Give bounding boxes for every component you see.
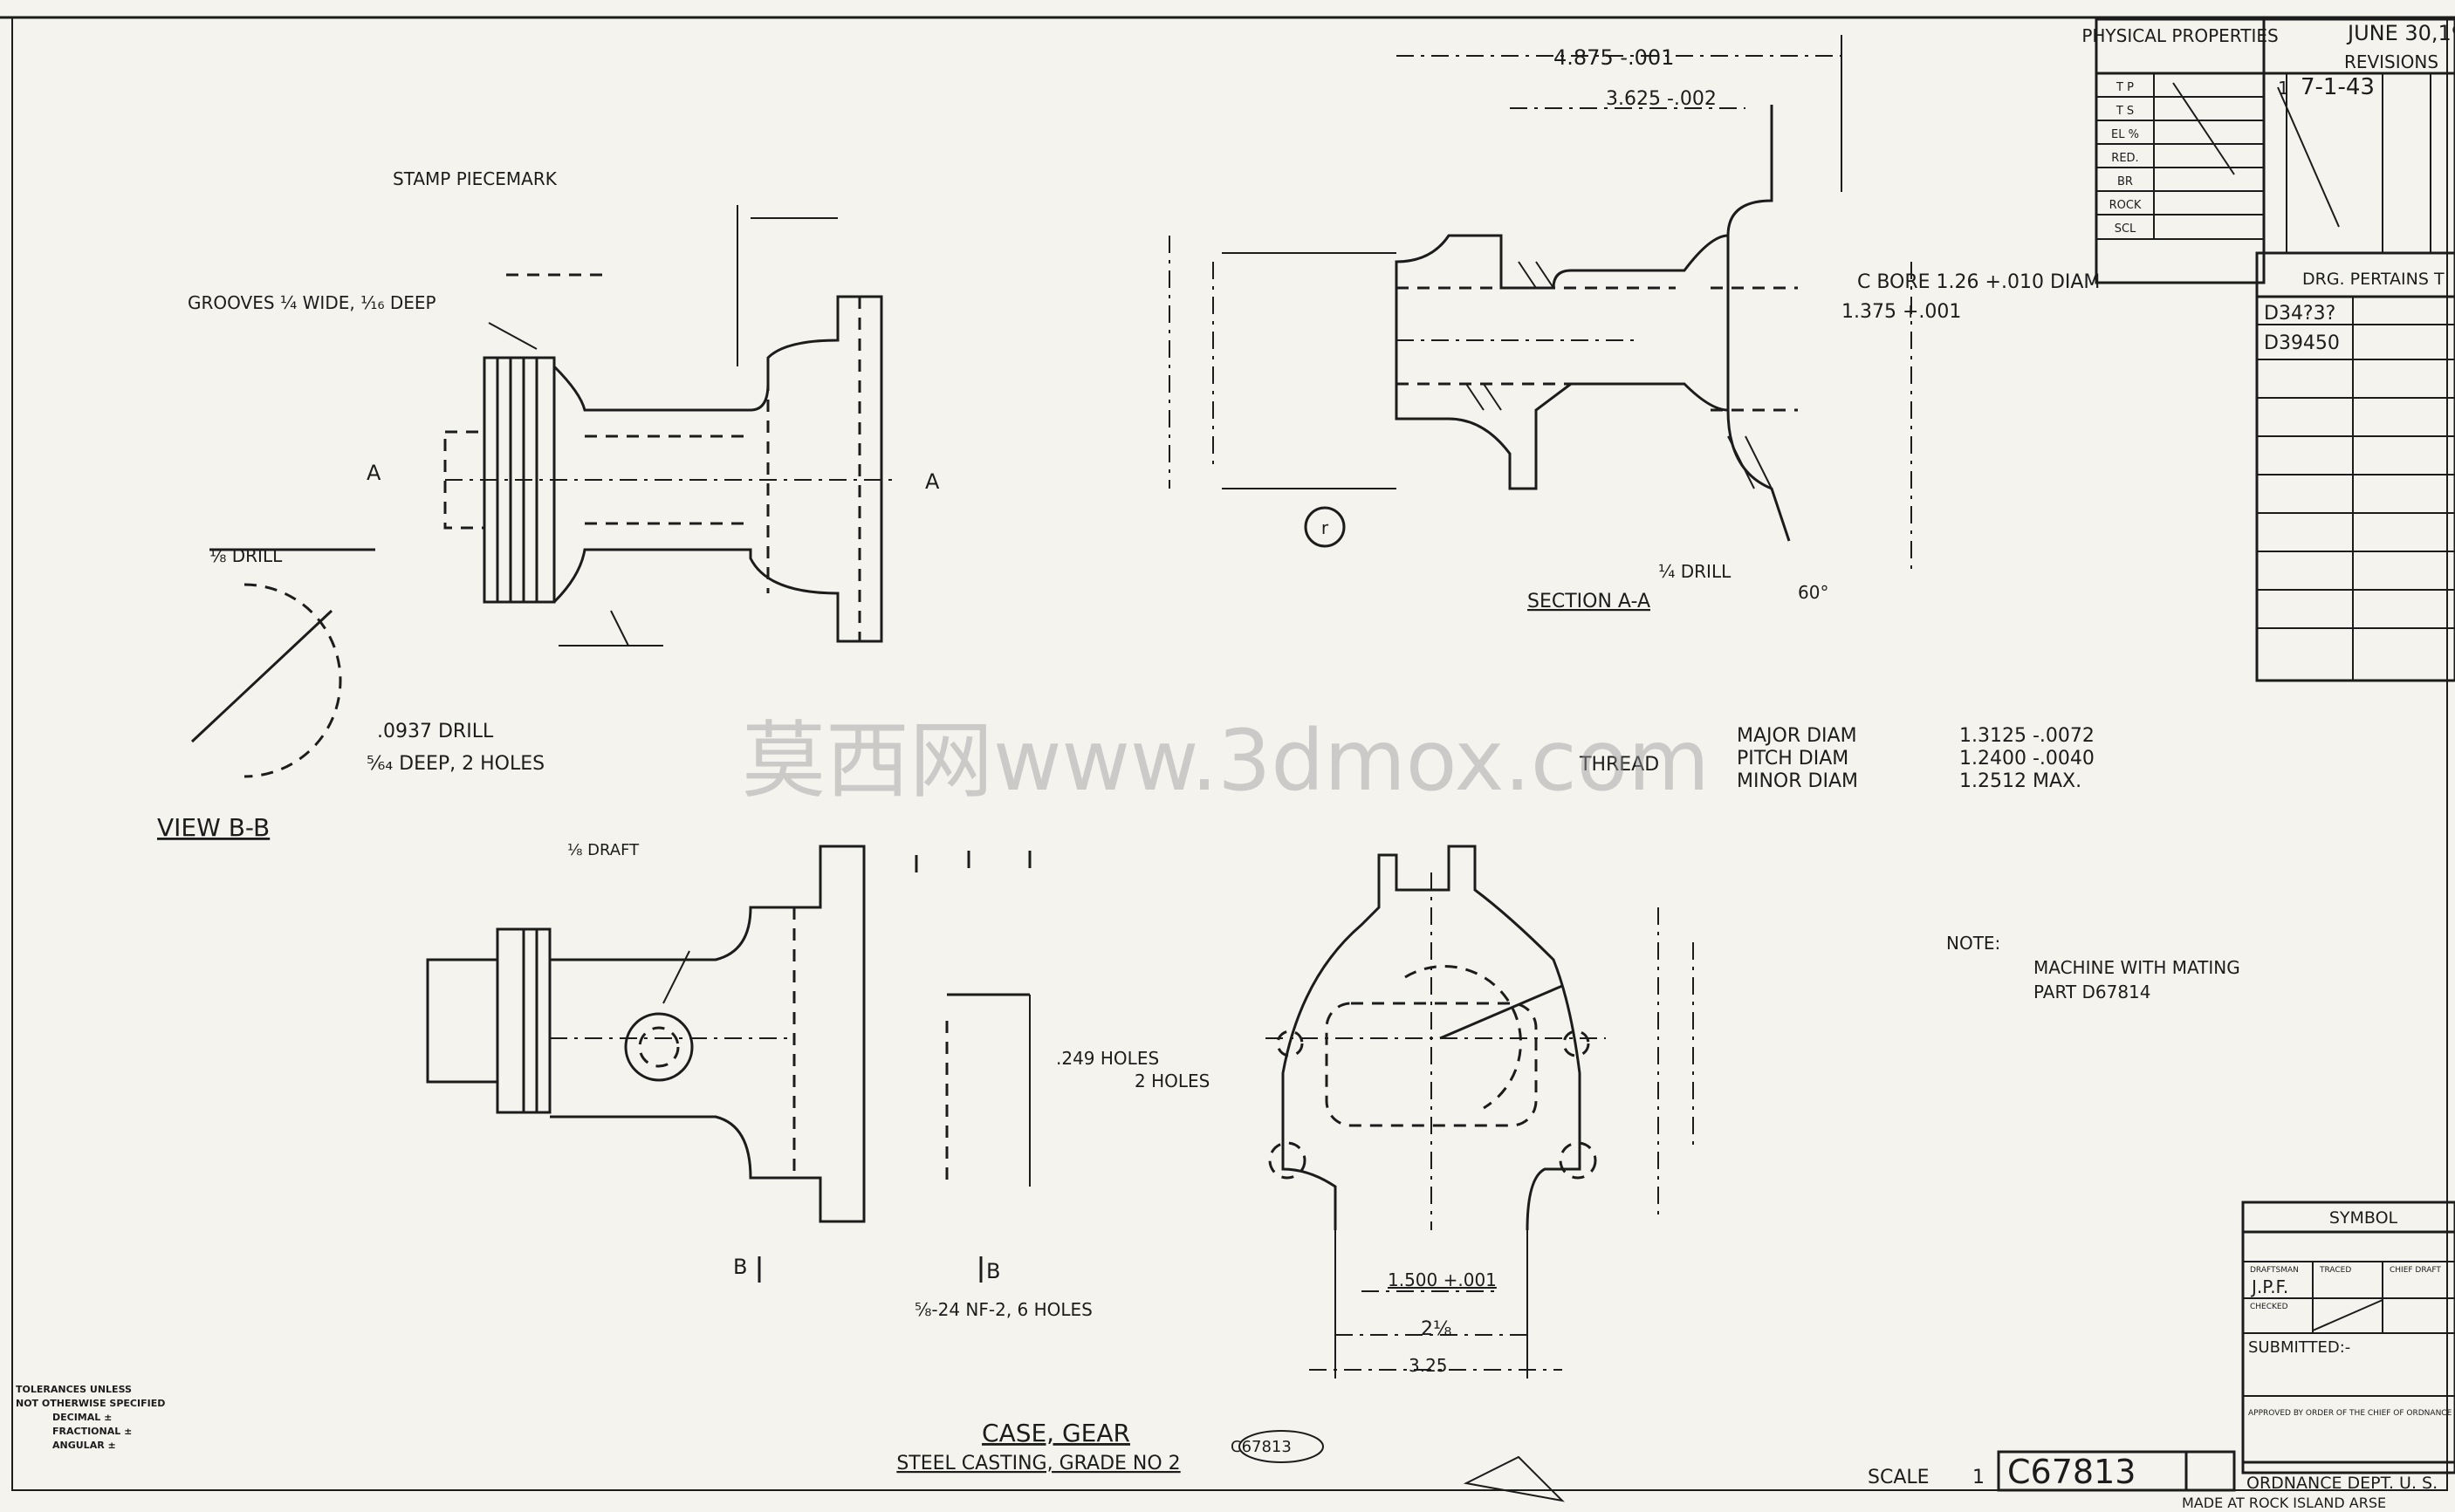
property-red: RED. <box>2111 152 2138 165</box>
bolt-hole-left <box>1268 1141 1306 1180</box>
scale-value: 1 <box>1972 1467 1985 1488</box>
checked-label: CHECKED <box>2250 1303 2288 1311</box>
drill-note: ⅛ DRILL <box>209 545 283 566</box>
section-aa: r SECTION A-A C BORE 1.26 +.010 DIAM 1.3… <box>1169 35 2100 612</box>
part-ref: C67813 <box>1231 1438 1292 1456</box>
made-at-label: MADE AT ROCK ISLAND ARSE <box>2182 1495 2386 1508</box>
part-title: CASE, GEAR STEEL CASTING, GRADE NO 2 C67… <box>896 1419 1324 1474</box>
holes-249-note: .249 HOLES <box>1056 1048 1159 1069</box>
side-view-upper: A A <box>367 295 940 643</box>
property-ts: T S <box>2116 105 2134 118</box>
drawing-number-block: SCALE 1 C67813 <box>1868 1450 2236 1492</box>
drill-label: ¼ DRILL <box>1658 561 1732 582</box>
section-b-left: B <box>733 1255 747 1279</box>
view-bb-label: VIEW B-B <box>157 813 270 842</box>
draftsman-initials: J.P.F. <box>2250 1276 2288 1297</box>
tolerances-note: TOLERANCES UNLESS NOT OTHERWISE SPECIFIE… <box>16 1384 165 1451</box>
section-aa-hatch <box>1465 261 1773 489</box>
approved-label: APPROVED BY ORDER OF THE CHIEF OF ORDNAN… <box>2248 1409 2452 1418</box>
side-view-upper-notes: STAMP PIECEMARK GROOVES ¼ WIDE, ¹⁄₁₆ DEE… <box>188 168 838 647</box>
watermark: 莫西网www.3dmox.com <box>742 712 1710 810</box>
view-bb: ⅛ DRILL VIEW B-B .0937 DRILL ⁵⁄₆₄ DEEP, … <box>157 545 545 842</box>
bore-dim: 1.375 +.001 <box>1841 301 1961 323</box>
revisions-block: JUNE 30,19 REVISIONS 1 7-1-43 <box>2262 17 2455 255</box>
submitted-label: SUBMITTED:- <box>2248 1338 2350 1357</box>
reference-circle <box>1304 506 1346 548</box>
property-scl: SCL <box>2115 222 2136 236</box>
dim-2-1-8: 2⅛ <box>1421 1318 1451 1340</box>
ordnance-label: ORDNANCE DEPT. U. S. <box>2246 1474 2438 1493</box>
holes-249b-note: 2 HOLES <box>1135 1071 1210 1091</box>
property-rock: ROCK <box>2109 199 2142 212</box>
stamp-note: STAMP PIECEMARK <box>393 168 558 189</box>
pitch-diam-label: PITCH DIAM <box>1737 748 1848 770</box>
note-line-1: MACHINE WITH MATING <box>2033 957 2240 978</box>
mating-note: NOTE: MACHINE WITH MATING PART D67814 <box>1946 933 2240 1002</box>
minor-diam-label: MINOR DIAM <box>1737 770 1858 792</box>
traced-label: TRACED <box>2319 1266 2351 1275</box>
chief-label: CHIEF DRAFT <box>2390 1266 2441 1275</box>
revision-date: 7-1-43 <box>2301 74 2375 100</box>
tolerance-line-2: NOT OTHERWISE SPECIFIED <box>16 1398 165 1409</box>
lower-view-callout: ⅛ DRAFT <box>567 841 640 859</box>
property-el: EL % <box>2111 128 2139 141</box>
bolt-hole-left-mid <box>1276 1030 1304 1057</box>
drawing-date: JUNE 30,19 <box>2346 21 2455 45</box>
pitch-diam-value: 1.2400 -.0040 <box>1959 748 2095 770</box>
property-tp: T P <box>2116 81 2134 94</box>
dim-3625: 3.625 -.002 <box>1606 88 1717 110</box>
drawing-number: C67813 <box>2007 1453 2136 1491</box>
tolerance-line-1: TOLERANCES UNLESS <box>16 1384 132 1395</box>
section-a-left: A <box>367 461 381 485</box>
lower-view-hole <box>624 1012 694 1082</box>
pertains-title: DRG. PERTAINS T <box>2302 270 2445 289</box>
tolerance-angular: ANGULAR ± <box>52 1440 116 1451</box>
dim-325: 3.25 <box>1409 1355 1448 1376</box>
revision-number: 1 <box>2278 78 2289 99</box>
scale-label: SCALE <box>1868 1467 1930 1488</box>
tapped-holes-note: ⅝-24 NF-2, 6 HOLES <box>915 1299 1093 1320</box>
mid-lower-linework: .249 HOLES 2 HOLES <box>915 851 1210 1187</box>
tolerance-fractional: FRACTIONAL ± <box>52 1426 132 1437</box>
front-view-lower: 1.500 +.001 2⅛ 3.25 <box>1265 845 1694 1379</box>
part-material: STEEL CASTING, GRADE NO 2 <box>896 1453 1180 1474</box>
section-aa-label: SECTION A-A <box>1527 591 1650 612</box>
tolerance-decimal: DECIMAL ± <box>52 1412 112 1423</box>
part-name: CASE, GEAR <box>982 1419 1130 1447</box>
property-br: BR <box>2117 175 2133 188</box>
major-diam-value: 1.3125 -.0072 <box>1959 725 2095 747</box>
side-view-lower: ⅛ DRAFT B B ⅝-24 NF-2, 6 HOLES <box>426 841 1093 1320</box>
dim-4875: 4.875 -.001 <box>1553 45 1674 70</box>
reference-letter: r <box>1321 517 1329 538</box>
hole-note-1: .0937 DRILL <box>377 721 494 742</box>
grooves-note: GROOVES ¼ WIDE, ¹⁄₁₆ DEEP <box>188 292 436 313</box>
thread-label: THREAD <box>1579 754 1659 776</box>
angle-60: 60° <box>1798 582 1828 603</box>
fold-mark <box>1463 1455 1565 1502</box>
pertains-item-2: D39450 <box>2264 332 2340 354</box>
note-head: NOTE: <box>1946 933 2000 954</box>
symbol-label: SYMBOL <box>2329 1208 2398 1228</box>
minor-diam-value: 1.2512 MAX. <box>1959 770 2081 792</box>
revisions-title: REVISIONS <box>2344 51 2438 72</box>
physical-properties-block: PHYSICAL PROPERTIES T P T S EL % RED. BR… <box>2081 17 2279 284</box>
draftsman-label: DRAFTSMAN <box>2250 1266 2299 1275</box>
thread-spec: THREAD MAJOR DIAM 1.3125 -.0072 PITCH DI… <box>1579 725 2095 792</box>
note-line-2: PART D67814 <box>2033 982 2151 1002</box>
bolt-hole-right <box>1559 1141 1597 1180</box>
bolt-hole-right-mid <box>1562 1030 1590 1057</box>
physical-properties-title: PHYSICAL PROPERTIES <box>2081 25 2278 46</box>
major-diam-label: MAJOR DIAM <box>1737 725 1857 747</box>
c-bore-note: C BORE 1.26 +.010 DIAM <box>1857 271 2100 293</box>
pertains-block: DRG. PERTAINS T D34?3? D39450 <box>2255 251 2455 682</box>
section-a-right: A <box>925 469 940 494</box>
hole-note-2: ⁵⁄₆₄ DEEP, 2 HOLES <box>367 753 545 775</box>
pertains-item-1: D34?3? <box>2264 303 2335 325</box>
approval-block: SYMBOL DRAFTSMAN TRACED CHIEF DRAFT J.P.… <box>2182 1201 2455 1511</box>
dim-1500: 1.500 +.001 <box>1388 1269 1497 1290</box>
section-b-right: B <box>986 1259 1000 1283</box>
